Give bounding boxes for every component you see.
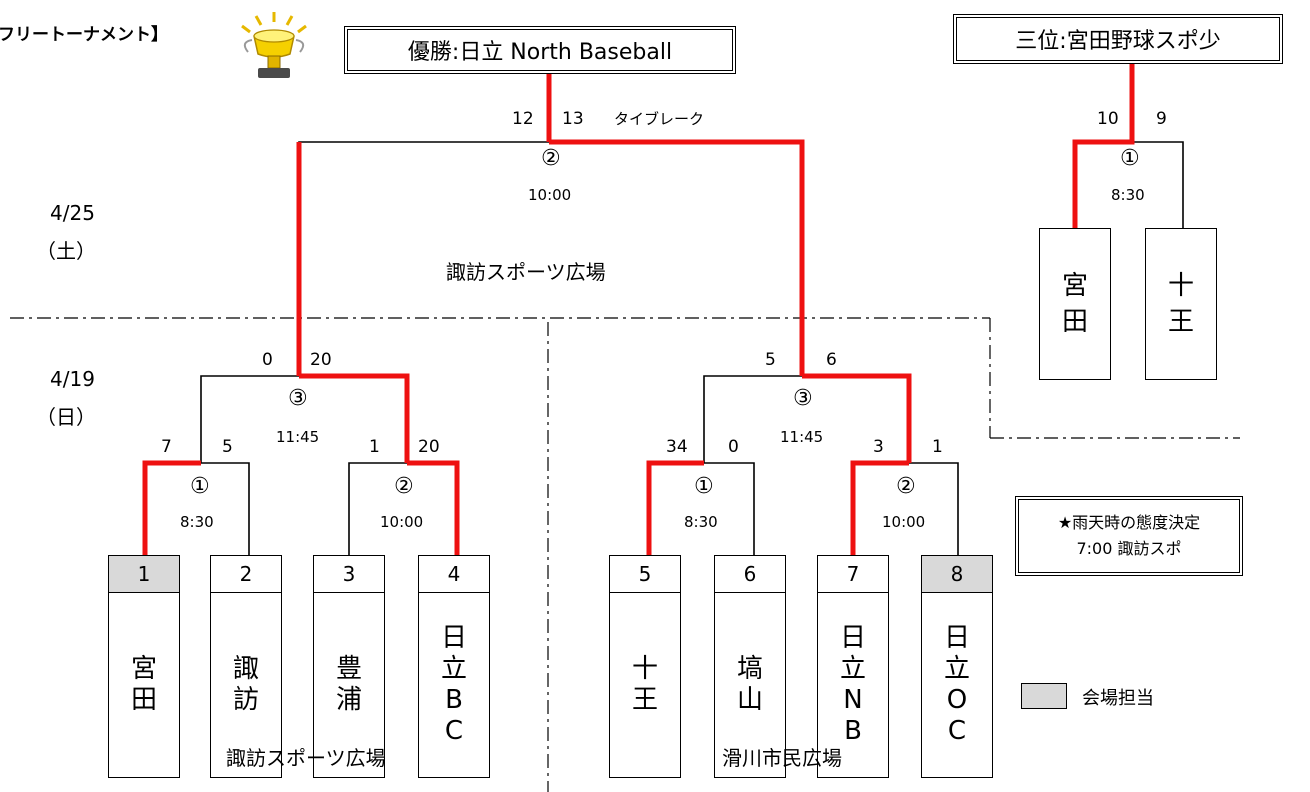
team-name: 諏訪 [232, 654, 259, 715]
semi2-score-left: 5 [765, 350, 776, 370]
tiebreak-note: タイブレーク [614, 110, 705, 128]
team-box-3: 3 豊浦 [313, 555, 385, 778]
r1g4-score-right: 1 [932, 437, 943, 457]
final-score-right: 13 [562, 109, 584, 129]
team-number: 8 [922, 556, 992, 593]
r1g1-game-number: ① [190, 474, 210, 499]
trophy-icon [241, 12, 307, 78]
team-box-2: 2 諏訪 [210, 555, 282, 778]
left-venue: 諏訪スポーツ広場 [226, 746, 386, 770]
r1g4-game-number: ② [896, 474, 916, 499]
team-box-1: 1 宮田 [108, 555, 180, 778]
semi2-time: 11:45 [780, 428, 824, 446]
r1g1-time: 8:30 [180, 513, 214, 531]
semi2-game-number: ③ [793, 386, 813, 411]
team-number: 2 [211, 556, 281, 593]
r1g4-score-left: 3 [873, 437, 884, 457]
team-char: 宮 [1061, 271, 1088, 301]
third-game-number: ① [1120, 146, 1140, 171]
team-name: 十王 [631, 654, 658, 715]
team-number: 3 [314, 556, 384, 593]
host-legend-swatch [1021, 683, 1067, 709]
team-name: 豊浦 [335, 654, 362, 715]
first-round-date: 4/19 [50, 367, 95, 391]
first-round-day: （日） [36, 405, 96, 429]
rain-notice-line2: 7:00 諏訪スポ [1076, 539, 1182, 558]
final-day: （土） [36, 239, 96, 263]
winning-paths [142, 64, 1135, 555]
team-char: 田 [1061, 307, 1088, 337]
r1g3-score-left: 34 [666, 437, 688, 457]
third-score-right: 9 [1156, 109, 1167, 129]
r1g2-time: 10:00 [380, 513, 424, 531]
team-number: 1 [109, 556, 179, 593]
final-time: 10:00 [528, 186, 572, 204]
final-venue: 諏訪スポーツ広場 [446, 260, 606, 284]
third-team-left: 宮 田 [1039, 228, 1111, 380]
team-number: 7 [818, 556, 888, 593]
r1g3-time: 8:30 [684, 513, 718, 531]
third-place-label: 三位:宮田野球スポ少 [953, 14, 1283, 64]
rain-notice-line1: ★雨天時の態度決定 [1057, 513, 1201, 532]
team-box-6: 6 塙山 [714, 555, 786, 778]
third-team-right: 十 王 [1145, 228, 1217, 380]
team-number: 5 [610, 556, 680, 593]
third-time: 8:30 [1111, 186, 1145, 204]
team-number: 6 [715, 556, 785, 593]
team-name: 宮田 [130, 654, 157, 715]
separator-lines [10, 317, 1240, 792]
r1g3-score-right: 0 [728, 437, 739, 457]
final-date: 4/25 [50, 201, 95, 225]
rain-notice: ★雨天時の態度決定 7:00 諏訪スポ [1015, 496, 1243, 576]
team-char: 十 [1167, 271, 1194, 301]
team-box-5: 5 十王 [609, 555, 681, 778]
team-name: 塙山 [736, 654, 763, 715]
final-score-left: 12 [512, 109, 534, 129]
third-score-left: 10 [1097, 109, 1119, 129]
final-game-number: ② [541, 146, 561, 171]
team-char: 王 [1167, 307, 1194, 337]
semi1-time: 11:45 [276, 428, 320, 446]
r1g2-score-right: 20 [418, 437, 440, 457]
r1g3-game-number: ① [694, 474, 714, 499]
r1g1-score-right: 5 [222, 437, 233, 457]
right-venue: 滑川市民広場 [722, 746, 842, 770]
semi2-score-right: 6 [826, 350, 837, 370]
r1g1-score-left: 7 [161, 437, 172, 457]
losing-paths [200, 141, 1184, 555]
semi1-score-right: 20 [310, 350, 332, 370]
r1g2-score-left: 1 [369, 437, 380, 457]
champion-label: 優勝:日立 North Baseball [344, 26, 736, 74]
host-legend-label: 会場担当 [1082, 688, 1154, 709]
team-number: 4 [419, 556, 489, 593]
r1g4-time: 10:00 [882, 513, 926, 531]
r1g2-game-number: ② [394, 474, 414, 499]
semi1-game-number: ③ [288, 386, 308, 411]
page-title: フリートーナメント】 [0, 25, 168, 45]
semi1-score-left: 0 [262, 350, 273, 370]
